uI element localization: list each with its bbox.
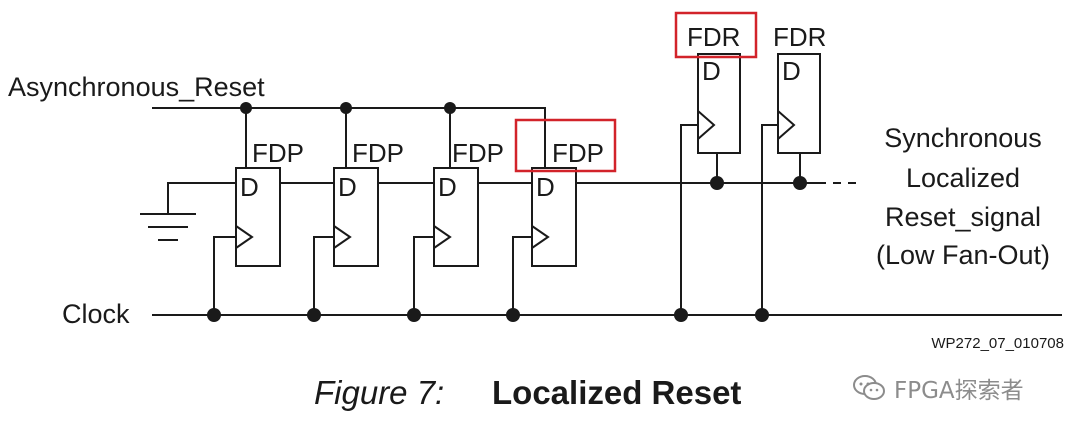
cell-type-label: FDR [687,22,740,52]
watermark-text: FPGA探索者 [894,378,1024,404]
output-line-1: Synchronous [884,123,1042,153]
junction-dot [207,308,221,322]
cell-type-label: FDR [773,22,826,52]
highlight-box [514,118,617,173]
d-pin-label: D [536,172,555,202]
fdr-flip-flop-2: D FDR [773,22,826,154]
output-line-2: Localized [906,163,1020,193]
ground-symbol [140,182,236,241]
junction-dot [444,102,456,114]
highlight-box [674,11,758,59]
clock-drop-3 [413,236,434,315]
cell-type-label: FDP [352,138,404,168]
d-pin-label: D [240,172,259,202]
figure-caption: Figure 7: Localized Reset [0,374,1080,424]
junction-dot [506,308,520,322]
cell-type-label: FDP [252,138,304,168]
async-reset-wire [152,107,546,168]
clock-drop-2 [313,236,334,315]
d-pin-label: D [438,172,457,202]
d-pin-label: D [782,56,801,86]
junction-dot [710,176,724,190]
d-pin-label: D [338,172,357,202]
watermark: FPGA探索者 [852,372,1024,404]
fdr-flip-flop-1: D FDR [674,11,758,154]
clock-drop-6 [761,124,778,315]
async-reset-label: Asynchronous_Reset [8,72,265,102]
output-line-3: Reset_signal [885,202,1041,232]
clock-drop-1 [213,236,236,315]
cell-type-label: FDP [452,138,504,168]
clock-drop-4 [512,236,532,315]
d-pin-label: D [702,56,721,86]
junction-dot [240,102,252,114]
junction-dot [793,176,807,190]
junction-dot [674,308,688,322]
fdp-flip-flop-2: D FDP [333,138,404,267]
clock-drop-5 [680,124,698,315]
junction-dot [407,308,421,322]
clock-label: Clock [62,299,130,329]
caption-number: Figure 7: [314,374,445,411]
junction-dot [340,102,352,114]
fdp-flip-flop-1: D FDP [235,138,304,267]
figure-id-label: WP272_07_010708 [931,335,1064,352]
cell-type-label: FDP [552,138,604,168]
fdp-flip-flop-3: D FDP [433,138,504,267]
wechat-icon [853,375,885,400]
output-signal-label: Synchronous Localized Reset_signal (Low … [876,123,1050,270]
caption-title: Localized Reset [492,374,742,411]
fdp-flip-flop-4: D FDP [514,118,617,267]
junction-dot [307,308,321,322]
junction-dot [755,308,769,322]
output-line-4: (Low Fan-Out) [876,240,1050,270]
